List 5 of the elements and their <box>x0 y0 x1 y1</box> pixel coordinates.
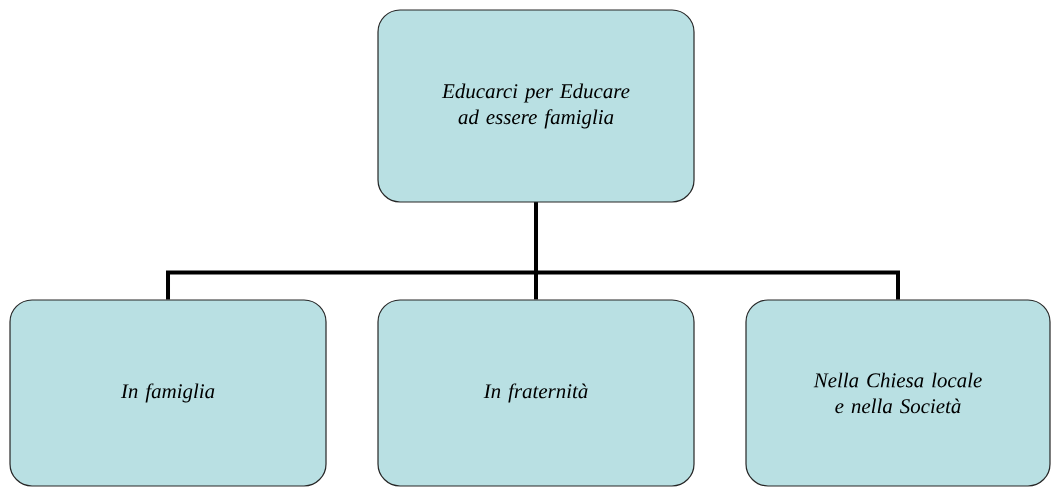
category-box: In famiglia <box>9 299 327 487</box>
category-box: Educarci per Educare ad essere famiglia <box>377 9 695 203</box>
connector-line <box>534 202 900 300</box>
category-box: Nella Chiesa locale e nella Società <box>745 299 1051 487</box>
category-box: In fraternità <box>377 299 695 487</box>
